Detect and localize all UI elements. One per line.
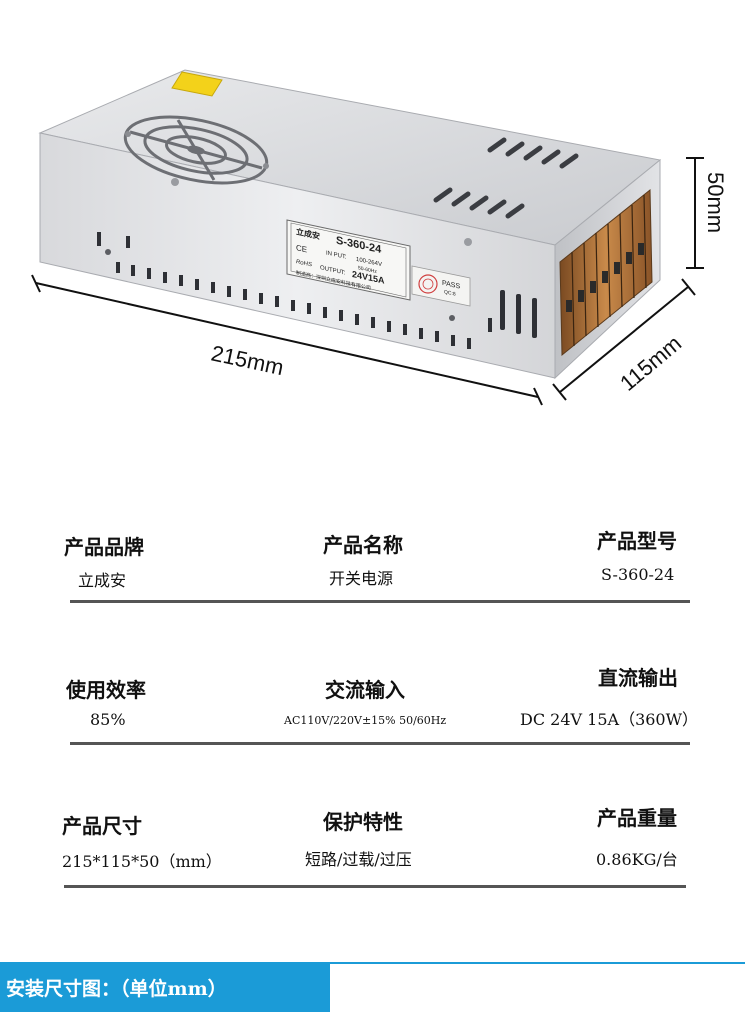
spec-divider-2: [70, 742, 690, 745]
pass-qc: QC:8: [444, 289, 456, 297]
spec-value-brand: 立成安: [78, 571, 127, 590]
spec-label-dimensions: 产品尺寸: [62, 814, 142, 838]
spec-value-dc-output: DC 24V 15A（360W）: [520, 710, 699, 729]
plate-input-label: IN PUT:: [326, 251, 347, 261]
plate-input-freq: 50-60Hz: [358, 265, 377, 275]
spec-label-product-name: 产品名称: [323, 533, 403, 557]
spec-value-dimensions: 215*115*50（mm）: [62, 852, 222, 871]
spec-divider-1: [70, 600, 690, 603]
power-supply-drawing: 立成安 S-360-24 CE IN PUT: 100-264V 50-60Hz…: [31, 69, 728, 406]
length-dimension: [31, 274, 543, 406]
install-dimension-banner: 安装尺寸图：（单位mm）: [0, 962, 330, 1012]
banner-rule: [330, 962, 745, 964]
length-label: 215mm: [209, 340, 286, 380]
spec-value-efficiency: 85%: [90, 710, 126, 729]
spec-value-ac-input: AC110V/220V±15% 50/60Hz: [284, 714, 447, 727]
spec-value-model: S-360-24: [601, 565, 675, 584]
spec-value-protection: 短路/过载/过压: [305, 850, 412, 869]
spec-row-2: 使用效率 85% 交流输入 AC110V/220V±15% 50/60Hz 直流…: [60, 660, 698, 740]
spec-value-product-name: 开关电源: [329, 569, 394, 588]
spec-divider-3: [64, 885, 686, 888]
banner-title: 安装尺寸图：（单位mm）: [6, 978, 227, 1000]
spec-label-protection: 保护特性: [323, 810, 403, 834]
plate-ce-mark: CE: [296, 243, 308, 254]
spec-label-ac-input: 交流输入: [325, 678, 405, 702]
width-label: 115mm: [615, 331, 686, 396]
spec-row-3: 产品尺寸 215*115*50（mm） 保护特性 短路/过载/过压 产品重量 0…: [60, 800, 690, 890]
plate-input-voltage: 100-264V: [356, 257, 382, 268]
height-label: 50mm: [703, 172, 728, 233]
spec-label-dc-output: 直流输出: [598, 666, 678, 690]
spec-label-efficiency: 使用效率: [66, 678, 146, 702]
spec-label-model: 产品型号: [597, 529, 677, 553]
spec-value-weight: 0.86KG/台: [596, 850, 678, 869]
width-dimension: [552, 278, 696, 401]
spec-label-weight: 产品重量: [597, 806, 677, 830]
product-illustration: 立成安 S-360-24 CE IN PUT: 100-264V 50-60Hz…: [0, 0, 745, 470]
plate-output-label: OUTPUT:: [320, 265, 346, 276]
pass-sticker: PASS QC:8: [411, 265, 471, 307]
fan-grille: [123, 115, 269, 185]
height-dimension: [686, 157, 704, 269]
pass-text: PASS: [442, 280, 460, 291]
spec-row-1: 产品品牌 立成安 产品名称 开关电源 产品型号 S-360-24: [60, 525, 690, 605]
plate-rohs-mark: RoHS: [296, 259, 312, 268]
spec-label-brand: 产品品牌: [64, 535, 144, 559]
